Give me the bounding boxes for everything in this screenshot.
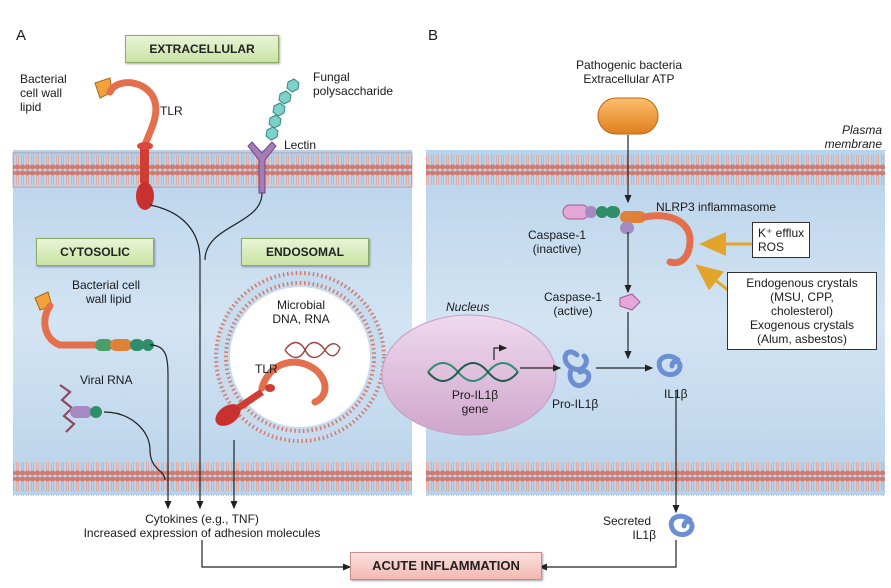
endo-tlr-stalk — [215, 384, 275, 426]
extracellular-label: EXTRACELLULAR — [125, 35, 279, 63]
cytokines-label: Cytokines (e.g., TNF) Increased expressi… — [83, 512, 321, 540]
endo-tlr — [258, 358, 329, 406]
panel-b-letter: B — [428, 27, 439, 44]
pro-il1b-icon — [562, 349, 592, 388]
lectin-label: Lectin — [284, 138, 317, 152]
caspase-inactive-label: Caspase-1 (inactive) — [527, 228, 587, 256]
pathogen-capsule-icon — [597, 97, 659, 135]
viral-receptor — [70, 406, 92, 418]
viral-rna-label: Viral RNA — [80, 373, 133, 387]
caspase-active-shape — [619, 293, 641, 311]
nlrp3-inflammasome — [562, 204, 694, 267]
lectin-receptor — [247, 141, 277, 194]
promoter-arrow — [493, 344, 508, 360]
nucleus — [381, 314, 557, 436]
panel-b-arrows — [520, 135, 680, 571]
cyto-receptor — [41, 302, 99, 349]
crystals-box: Endogenous crystals (MSU, CPP, cholester… — [727, 272, 877, 350]
tlr-receptor — [106, 79, 160, 149]
il1b-icon — [656, 353, 683, 377]
nlrp3-label: NLRP3 inflammasome — [656, 200, 777, 214]
fungal-polysaccharide-shape — [265, 78, 300, 141]
tlr-stalk — [140, 143, 149, 183]
panel-a-letter: A — [16, 27, 27, 44]
acute-inflammation-box: ACUTE INFLAMMATION — [350, 552, 542, 580]
il1b-label: IL1β — [664, 387, 688, 401]
plasma-membrane-label: Plasma membrane — [824, 123, 882, 151]
cyto-domains — [95, 339, 154, 351]
cytosolic-label: CYTOSOLIC — [36, 238, 154, 266]
fungal-label: Fungal polysaccharide — [313, 70, 394, 98]
pro-il1b-gene-dna-icon — [427, 362, 519, 382]
tlr-domain — [136, 182, 154, 210]
nucleus-label: Nucleus — [446, 300, 490, 314]
microbial-dna-icon — [284, 341, 341, 359]
bacterial-lipid-label: Bacterial cell wall lipid — [20, 72, 67, 114]
panel-a-arrows — [103, 192, 352, 571]
microbial-label: Microbial DNA, RNA — [272, 298, 330, 326]
cyto-lipid-label: Bacterial cell wall lipid — [72, 278, 141, 306]
k-efflux-box: K⁺ efflux ROS — [752, 222, 811, 258]
pathogenic-label: Pathogenic bacteria Extracellular ATP — [575, 58, 683, 86]
endosomal-label: ENDOSOMAL — [241, 238, 369, 266]
endo-tlr-label: TLR — [255, 362, 278, 376]
secreted-label: Secreted IL1β — [602, 514, 656, 542]
tlr-label: TLR — [160, 104, 183, 118]
pro-il1b-label: Pro-IL1β — [552, 397, 599, 411]
secreted-il1b-icon — [668, 513, 695, 537]
caspase-active-label: Caspase-1 (active) — [543, 290, 603, 318]
pro-gene-label: Pro-IL1β gene — [451, 388, 499, 416]
